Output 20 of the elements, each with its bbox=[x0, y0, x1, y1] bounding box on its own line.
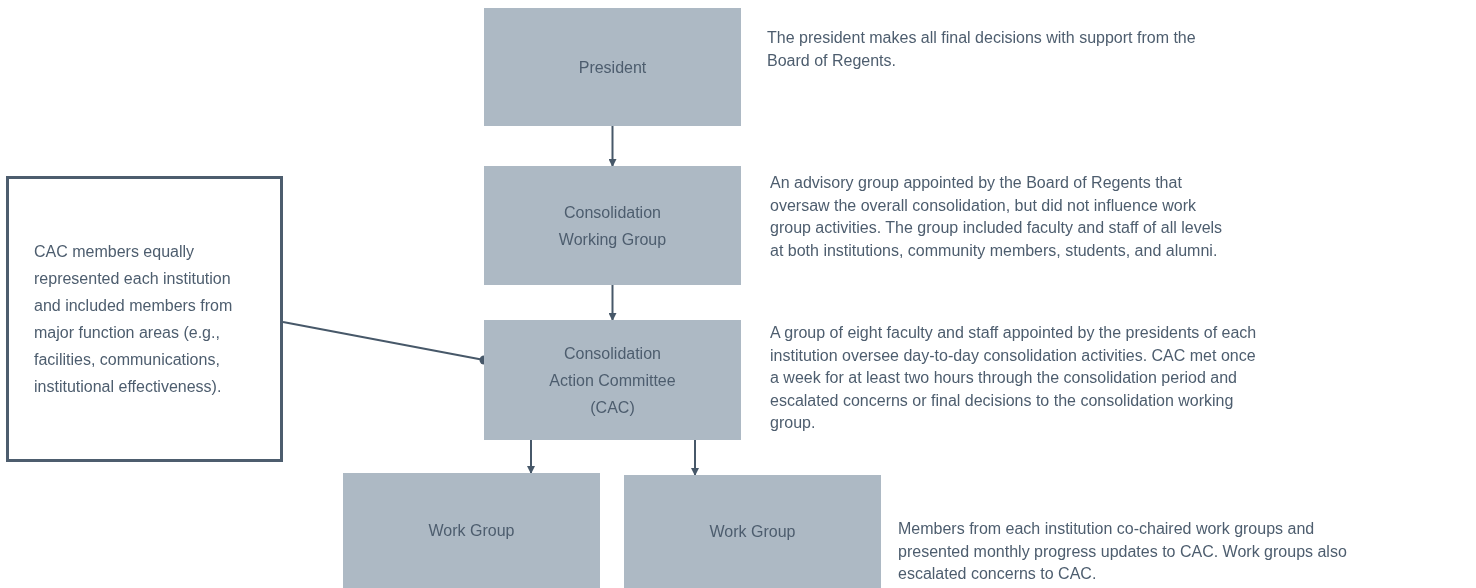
callout-text: CAC members equally represented each institution and included members from major function areas (e.g., facilities, communications, institutional effectiveness). bbox=[34, 242, 234, 397]
description-text: A group of eight faculty and staff appointed by the presidents of each institution oversee day-to-day consolidation activities. CAC met once a week for at least two hours through the consolidation period and escalated concerns or final decisions to the consolidation working group. bbox=[770, 323, 1258, 433]
box-label: Consolidation Action Committee (CAC) bbox=[548, 343, 677, 418]
description-text: Members from each institution co-chaired work groups and presented monthly progress updates to CAC. Work groups also escalated concerns to CAC. bbox=[898, 519, 1348, 584]
description-text: An advisory group appointed by the Board of Regents that oversaw the overall consolidation, but did not influence work group activities. The group included faculty and staff of all levels at both institutions, community members, students, and alumni. bbox=[770, 173, 1224, 261]
org-box bbox=[484, 166, 741, 285]
arrow bbox=[527, 439, 535, 474]
arrow bbox=[608, 284, 617, 321]
box-label: Work Group bbox=[428, 521, 515, 541]
arrow bbox=[691, 439, 699, 476]
org-box bbox=[624, 475, 881, 588]
box-label: Consolidation Working Group bbox=[557, 202, 668, 250]
org-box bbox=[484, 320, 741, 440]
org-box bbox=[484, 8, 741, 126]
arrow bbox=[608, 125, 617, 167]
box-label: Work Group bbox=[709, 522, 796, 542]
box-label: President bbox=[578, 57, 647, 78]
org-box bbox=[343, 473, 600, 588]
description-text: The president makes all final decisions with support from the Board of Regents. bbox=[767, 28, 1197, 71]
callout-box bbox=[6, 176, 283, 462]
